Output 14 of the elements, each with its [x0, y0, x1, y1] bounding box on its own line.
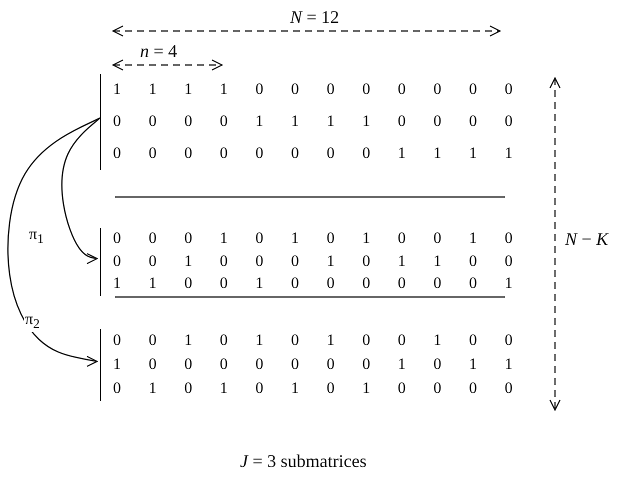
matrix-row-text: 0 0 0 0 0 0 0 0 1 1 1 1 — [113, 144, 513, 164]
matrix-row-text: 0 0 0 1 0 1 0 1 0 0 1 0 — [113, 229, 513, 249]
curved-arrow — [7, 117, 101, 366]
curved-arrow — [61, 117, 101, 262]
matrix-block — [100, 74, 513, 170]
matrix-row-text: 1 1 1 1 0 0 0 0 0 0 0 0 — [113, 80, 513, 100]
matrix-row-text: 0 1 0 1 0 1 0 1 0 0 0 0 — [113, 379, 513, 399]
matrix-row-text: 0 0 0 0 1 1 1 1 0 0 0 0 — [113, 112, 513, 132]
matrix-row-text: 0 0 1 0 1 0 1 0 0 1 0 0 — [113, 331, 513, 351]
matrix-row-text: 1 1 0 0 1 0 0 0 0 0 0 1 — [113, 274, 513, 294]
matrix-row-text: 0 0 1 0 0 0 1 0 1 1 0 0 — [113, 252, 513, 272]
matrix-block — [100, 228, 513, 296]
matrix-block — [100, 329, 513, 401]
matrix-row-text: 1 0 0 0 0 0 0 0 1 0 1 1 — [113, 355, 513, 375]
